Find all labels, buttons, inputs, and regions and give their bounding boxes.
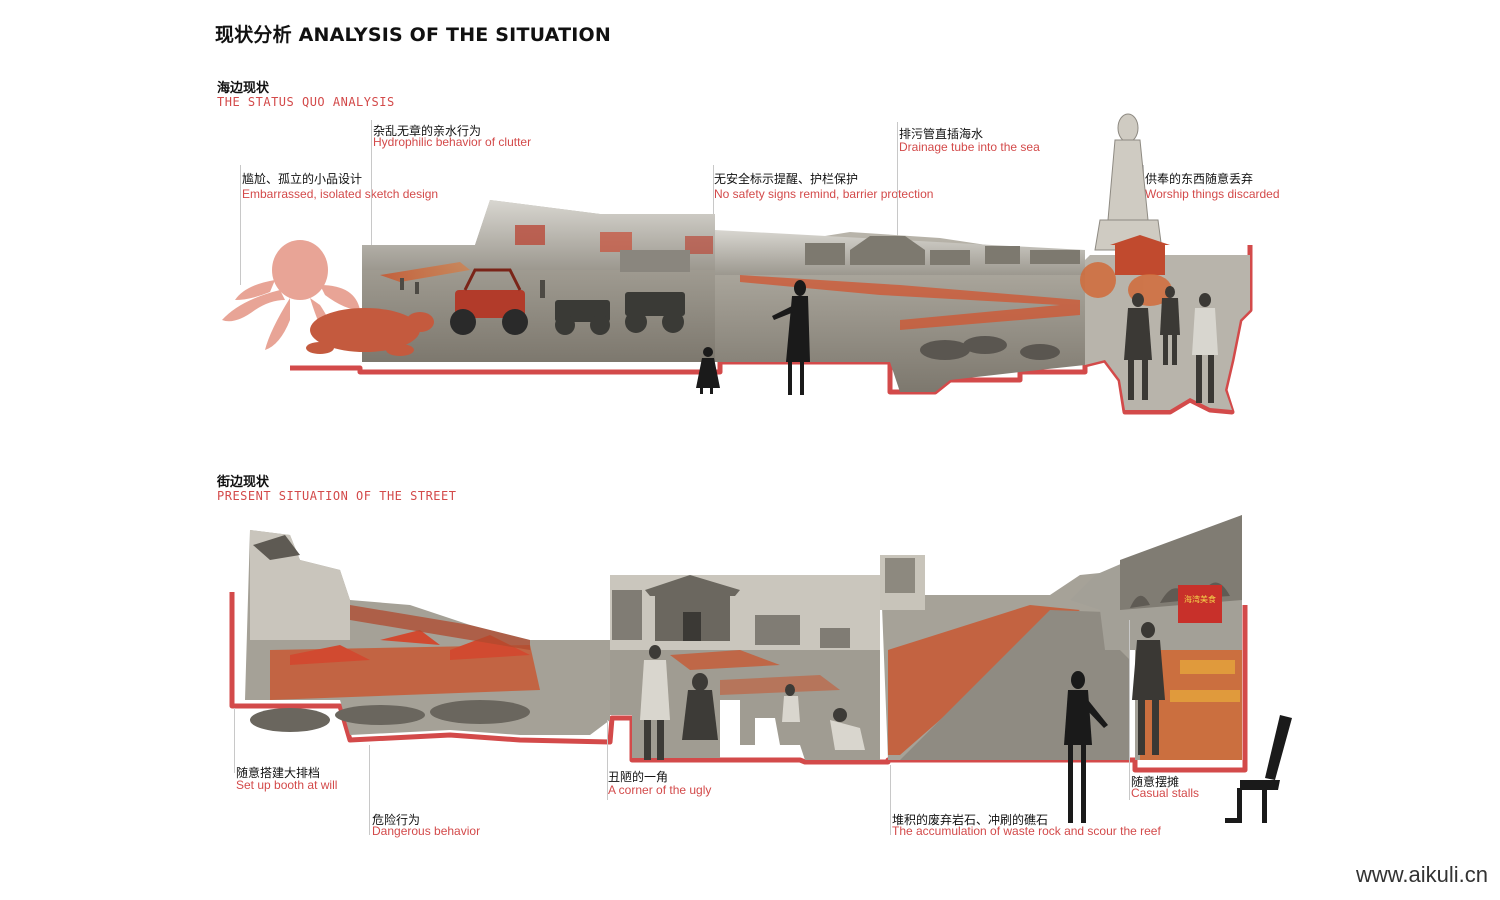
temple-gate (645, 575, 740, 641)
street-red-outline (229, 592, 1248, 773)
street-section-title-en: PRESENT SITUATION OF THE STREET (217, 489, 457, 503)
street-leader-5 (1129, 620, 1130, 800)
street-label-1-en: Set up booth at will (236, 778, 338, 792)
sea-label-3-cn: 无安全标示提醒、护栏保护 (714, 172, 859, 186)
silhouette-sitting (1225, 715, 1292, 823)
sea-label-3-en: No safety signs remind, barrier protecti… (714, 187, 934, 201)
beach-vehicles-photo (362, 200, 715, 362)
booths-photo (245, 530, 610, 735)
waste-rock-photo (880, 555, 1130, 760)
street-label-2-cn: 危险行为 (372, 813, 421, 827)
sea-label-5-cn: 供奉的东西随意丢弃 (1145, 172, 1254, 186)
sea-label-2-cn: 杂乱无章的亲水行为 (373, 124, 482, 138)
sea-label-4-cn: 排污管直插海水 (899, 127, 984, 141)
stall-sign-text: 海湾美食 (1184, 594, 1216, 604)
street-leader-3 (607, 720, 608, 800)
orange-rock-pile (888, 605, 1080, 755)
sea-red-outline (290, 245, 1253, 415)
silhouette-adult (772, 280, 810, 395)
street-label-5-cn: 随意摆摊 (1131, 775, 1180, 789)
street-section-title-cn: 街边现状 (217, 475, 270, 490)
sea-leader-5 (1143, 165, 1144, 255)
watermark: www.aikuli.cn (1355, 862, 1488, 887)
tall-building (885, 558, 915, 593)
statue-photo (1085, 255, 1250, 410)
food-stall (1140, 650, 1242, 760)
turtle-sculpture (306, 308, 434, 356)
sea-leader-3 (713, 165, 714, 235)
page-title: 现状分析 ANALYSIS OF THE SITUATION (215, 24, 611, 46)
street-leader-1 (234, 708, 235, 773)
street-leader-2 (369, 745, 370, 835)
octopus-sculpture (222, 240, 360, 350)
street-label-3-cn: 丑陋的一角 (608, 770, 669, 784)
street-label-1-cn: 随意搭建大排档 (236, 766, 321, 780)
temple-gate-photo (610, 575, 880, 760)
street-label-2-en: Dangerous behavior (372, 824, 481, 838)
street-label-4-en: The accumulation of waste rock and scour… (892, 824, 1161, 838)
stalls-photo (1070, 515, 1242, 760)
stall-sign (1178, 585, 1222, 623)
sea-label-4-en: Drainage tube into the sea (899, 140, 1040, 154)
red-buggy (450, 268, 528, 335)
street-leader-4 (890, 765, 891, 835)
street-label-5-en: Casual stalls (1131, 786, 1200, 800)
beach-buildings-photo (715, 232, 1085, 392)
sea-section-title-cn: 海边现状 (217, 81, 270, 96)
street-label-3-en: A corner of the ugly (608, 783, 712, 797)
sea-label-1-cn: 尴尬、孤立的小品设计 (242, 172, 363, 186)
sea-label-2-en: Hydrophilic behavior of clutter (373, 135, 532, 149)
sea-leader-2 (371, 120, 372, 245)
silhouette-child (696, 347, 720, 394)
sea-section-title-en: THE STATUS QUO ANALYSIS (217, 95, 395, 109)
sea-label-1-en: Embarrassed, isolated sketch design (242, 187, 439, 201)
silhouette-man (1064, 671, 1108, 823)
sea-leader-4 (897, 122, 898, 252)
drainage-tube (740, 275, 1080, 330)
sea-leader-1 (240, 165, 241, 285)
street-label-4-cn: 堆积的废弃岩石、冲刷的礁石 (892, 813, 1049, 827)
sea-label-5-en: Worship things discarded (1145, 187, 1280, 201)
orange-booth-area (270, 645, 540, 700)
